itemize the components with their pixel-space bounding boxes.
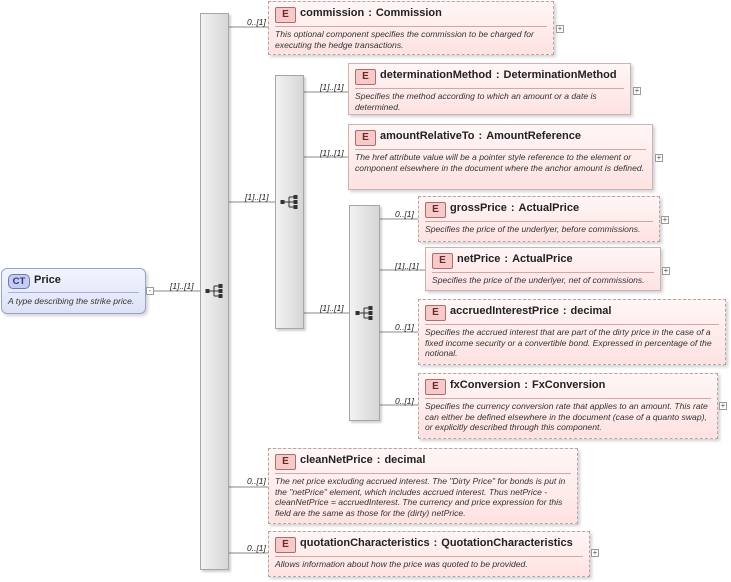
element-title: accruedInterestPrice:decimal [450,305,612,317]
element-description: Allows information about how the price w… [275,559,528,569]
sequence-1-cardinality: [1]..[1] [245,192,269,202]
plus-icon[interactable]: + [591,548,599,557]
divider [355,88,624,89]
sequence-icon [205,284,223,298]
plus-icon[interactable]: + [633,86,641,95]
collapse-icon[interactable]: - [146,287,154,295]
fxConversion-cardinality: 0..[1] [395,396,414,406]
element-badge: E [425,379,446,395]
accruedInterestPrice-cardinality: 0..[1] [395,322,414,332]
grossPrice-cardinality: 0..[1] [395,209,414,219]
element-badge: E [275,7,296,23]
divider [432,272,654,273]
element-badge: E [425,305,446,321]
element-description: The net price excluding accrued interest… [275,476,566,518]
element-quotationCharacteristics[interactable]: E quotationCharacteristics:QuotationChar… [268,531,590,577]
commission-cardinality: 0..[1] [247,17,266,27]
element-title: grossPrice:ActualPrice [450,202,580,214]
element-description: Specifies the accrued interest that are … [425,327,712,358]
netPrice-cardinality: [1]..[1] [395,261,419,271]
divider [275,556,583,557]
element-badge: E [425,202,446,218]
element-cleanNetPrice[interactable]: E cleanNetPrice:decimal The net price ex… [268,448,578,524]
element-title: cleanNetPrice:decimal [300,454,426,466]
element-badge: E [432,253,453,269]
plus-icon[interactable]: + [655,153,663,162]
plus-icon[interactable]: + [661,215,669,224]
element-badge: E [275,454,296,470]
quotationCharacteristics-cardinality: 0..[1] [247,543,266,553]
element-amountRelativeTo[interactable]: E amountRelativeTo:AmountReference The h… [348,124,653,190]
element-title: commission:Commission [300,7,442,19]
complex-type-description: A type describing the strike price. [8,296,135,306]
element-badge: E [355,130,376,146]
divider [275,26,547,27]
element-accruedInterestPrice[interactable]: E accruedInterestPrice:decimal Specifies… [418,299,726,365]
element-netPrice[interactable]: E netPrice:ActualPrice Specifies the pri… [425,247,661,291]
complex-type-badge: CT [8,274,30,289]
divider [425,398,711,399]
element-determinationMethod[interactable]: E determinationMethod:DeterminationMetho… [348,63,631,115]
element-fxConversion[interactable]: E fxConversion:FxConversion Specifies th… [418,373,718,439]
plus-icon[interactable]: + [662,266,670,275]
element-description: The href attribute value will be a point… [355,152,645,173]
complex-type-name: Price [34,274,61,286]
divider [355,149,646,150]
complex-type-price[interactable]: CT Price A type describing the strike pr… [1,268,146,314]
divider [275,473,571,474]
element-title: determinationMethod:DeterminationMethod [380,69,617,81]
element-badge: E [355,69,376,85]
sequence-2-cardinality: [1]..[1] [320,303,344,313]
plus-icon[interactable]: + [556,24,564,33]
element-description: Specifies the price of the underlyer, be… [425,224,641,234]
divider [425,221,653,222]
divider [425,324,719,325]
plus-icon[interactable]: + [719,401,727,410]
sequence-icon [280,195,298,209]
root-cardinality: [1]..[1] [170,281,194,291]
element-title: quotationCharacteristics:QuotationCharac… [300,537,573,549]
element-description: Specifies the currency conversion rate t… [425,401,708,432]
element-description: Specifies the method according to which … [355,91,597,112]
element-badge: E [275,537,296,553]
divider [8,292,139,293]
element-description: Specifies the price of the underlyer, ne… [432,275,645,285]
determinationMethod-cardinality: [1]..[1] [320,82,344,92]
element-title: fxConversion:FxConversion [450,379,606,391]
element-title: netPrice:ActualPrice [457,253,573,265]
sequence-icon [355,306,373,320]
element-grossPrice[interactable]: E grossPrice:ActualPrice Specifies the p… [418,196,660,242]
element-title: amountRelativeTo:AmountReference [380,130,581,142]
amountRelativeTo-cardinality: [1]..[1] [320,148,344,158]
cleanNetPrice-cardinality: 0..[1] [247,476,266,486]
element-description: This optional component specifies the co… [275,29,534,50]
element-commission[interactable]: E commission:Commission This optional co… [268,1,554,55]
